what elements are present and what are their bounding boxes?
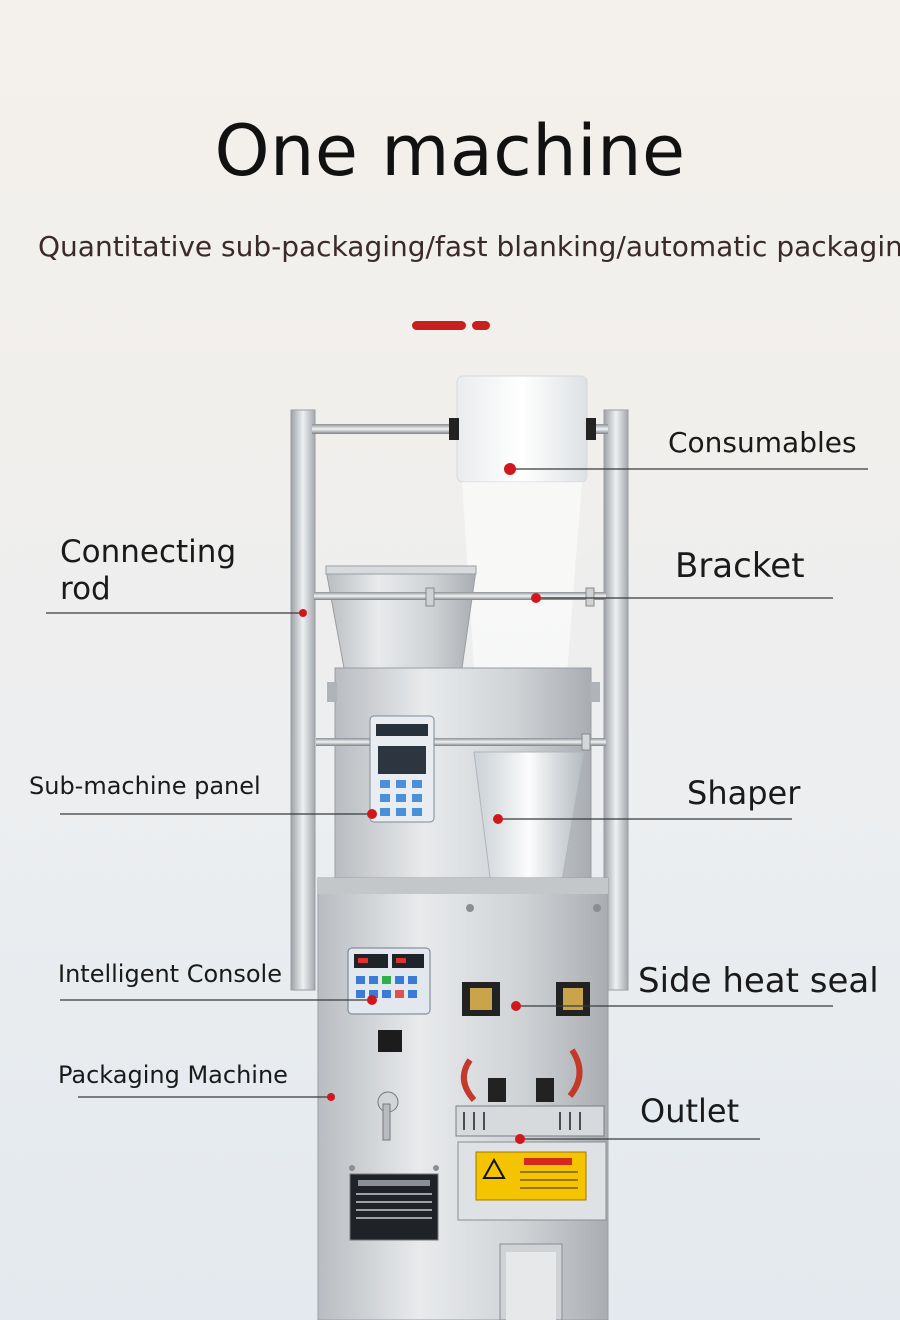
marker-bracket: [531, 593, 541, 603]
label-bracket: Bracket: [675, 546, 805, 586]
marker-packaging-machine: [327, 1093, 335, 1101]
marker-connecting-rod: [299, 609, 307, 617]
label-outlet: Outlet: [640, 1092, 740, 1130]
page-title: One machine: [214, 110, 686, 192]
hopper: [325, 569, 477, 669]
label-connecting-rod-line1: Connecting: [60, 534, 237, 570]
frame-post-left: [290, 409, 316, 991]
label-shaper: Shaper: [687, 774, 801, 812]
label-connecting-rod-line2: rod: [60, 571, 111, 607]
marker-side-heat-seal: [511, 1001, 521, 1011]
marker-outlet: [515, 1134, 525, 1144]
packaging-machine-body: [317, 877, 609, 1320]
label-sub-machine-panel: Sub-machine panel: [29, 772, 261, 800]
outlet-cutter: [455, 1105, 605, 1137]
marker-intelligent-console: [367, 995, 377, 1005]
label-consumables: Consumables: [668, 426, 857, 459]
marker-shaper: [493, 814, 503, 824]
label-intelligent-console: Intelligent Console: [58, 960, 282, 988]
page-subtitle: Quantitative sub-packaging/fast blanking…: [38, 230, 900, 263]
label-side-heat-seal: Side heat seal: [638, 961, 879, 1001]
accent-bar: [412, 321, 466, 330]
frame-post-right: [603, 409, 629, 991]
label-packaging-machine: Packaging Machine: [58, 1061, 288, 1089]
marker-consumables: [504, 463, 516, 475]
accent-dot-bar: [472, 321, 490, 330]
film-roll: [456, 375, 588, 483]
bracket-rod: [314, 592, 606, 600]
marker-sub-machine-panel: [367, 809, 377, 819]
